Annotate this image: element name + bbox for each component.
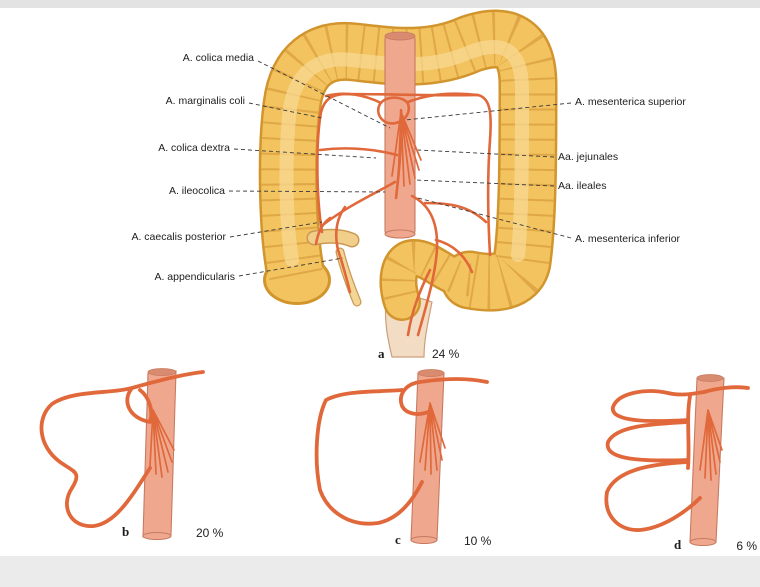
vessel-b-top-end — [148, 369, 176, 376]
terminal-ileum — [314, 236, 352, 240]
vessel-b-bottom-end — [143, 533, 171, 540]
vessel-d-bottom-end — [690, 539, 716, 546]
vessel-c-top-end — [418, 370, 444, 377]
label-caecalis-posterior: A. caecalis posterior — [131, 231, 226, 243]
vessel-c-bottom-end — [411, 537, 437, 544]
label-colica-media: A. colica media — [183, 52, 254, 64]
variant-letter-a: a — [378, 346, 385, 361]
label-colica-dextra: A. colica dextra — [158, 142, 230, 154]
variant-letter-d: d — [674, 537, 682, 552]
aorta-bottom-end — [385, 230, 415, 238]
variant-percent-b: 20 % — [196, 526, 224, 540]
label-mesenterica-inferior: A. mesenterica inferior — [575, 233, 681, 245]
variant-percent-d: 6 % — [736, 539, 757, 553]
variant-percent-c: 10 % — [464, 534, 492, 548]
scan-bottom-band — [0, 556, 760, 587]
label-appendicularis: A. appendicularis — [154, 271, 235, 283]
aorta-top-end — [385, 32, 415, 40]
variant-letter-c: c — [395, 532, 401, 547]
scan-top-band — [0, 0, 760, 8]
variant-letter-b: b — [122, 524, 129, 539]
variant-percent-a: 24 % — [432, 347, 460, 361]
label-ileales: Aa. ileales — [558, 180, 606, 192]
label-ileocolica: A. ileocolica — [169, 185, 225, 197]
label-mesenterica-superior: A. mesenterica superior — [575, 96, 686, 108]
arcade-connector-d — [688, 396, 690, 468]
label-jejunales: Aa. jejunales — [558, 151, 618, 163]
label-marginalis-coli: A. marginalis coli — [166, 95, 245, 107]
vessel-d-top-end — [697, 375, 723, 382]
